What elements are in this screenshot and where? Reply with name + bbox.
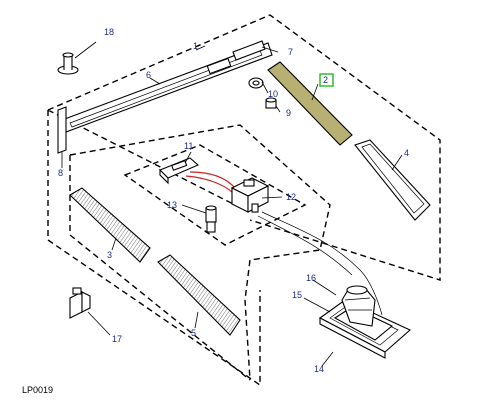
callout-2: 2 xyxy=(323,75,328,85)
callout-1: 1 xyxy=(193,41,198,51)
callout-14: 14 xyxy=(314,364,324,374)
callout-9: 9 xyxy=(286,108,291,118)
part-5-lower-panel xyxy=(157,254,241,336)
inner-area-outline xyxy=(69,124,331,381)
part-4-side-panel xyxy=(354,139,431,221)
part-17-bracket xyxy=(69,287,91,319)
part-3-lower-panel xyxy=(69,187,151,263)
part-9-nut xyxy=(265,97,277,109)
switch-panel-outline xyxy=(123,144,307,246)
part-7-end-piece xyxy=(232,40,266,61)
cable xyxy=(261,211,383,316)
callout-5: 5 xyxy=(191,328,196,338)
part-13-bulb-holder xyxy=(205,205,217,233)
callout-2-highlight xyxy=(319,73,334,87)
callout-7: 7 xyxy=(288,47,293,57)
wiring-harness xyxy=(185,171,236,193)
reference-code: LP0019 xyxy=(22,385,53,395)
part-12-connector-block xyxy=(230,177,270,213)
callout-16: 16 xyxy=(306,273,316,283)
callout-18: 18 xyxy=(104,27,114,37)
part-10-grommet xyxy=(248,77,264,89)
callout-12: 12 xyxy=(286,192,296,202)
callout-11: 11 xyxy=(184,141,193,151)
callout-8: 8 xyxy=(58,168,63,178)
part-2-reflector-strip xyxy=(267,61,353,146)
callout-6: 6 xyxy=(146,70,151,80)
tray-outline xyxy=(47,14,441,387)
part-11-switch xyxy=(159,157,200,185)
callout-4: 4 xyxy=(404,148,409,158)
callout-15: 15 xyxy=(292,290,302,300)
part-16-gaiter xyxy=(341,285,376,327)
callout-17: 17 xyxy=(112,334,122,344)
callout-10: 10 xyxy=(268,89,278,99)
callout-13: 13 xyxy=(167,200,177,210)
part-18-push-clip xyxy=(57,52,79,75)
callout-3: 3 xyxy=(107,250,112,260)
part-8-side-trim xyxy=(57,106,67,154)
